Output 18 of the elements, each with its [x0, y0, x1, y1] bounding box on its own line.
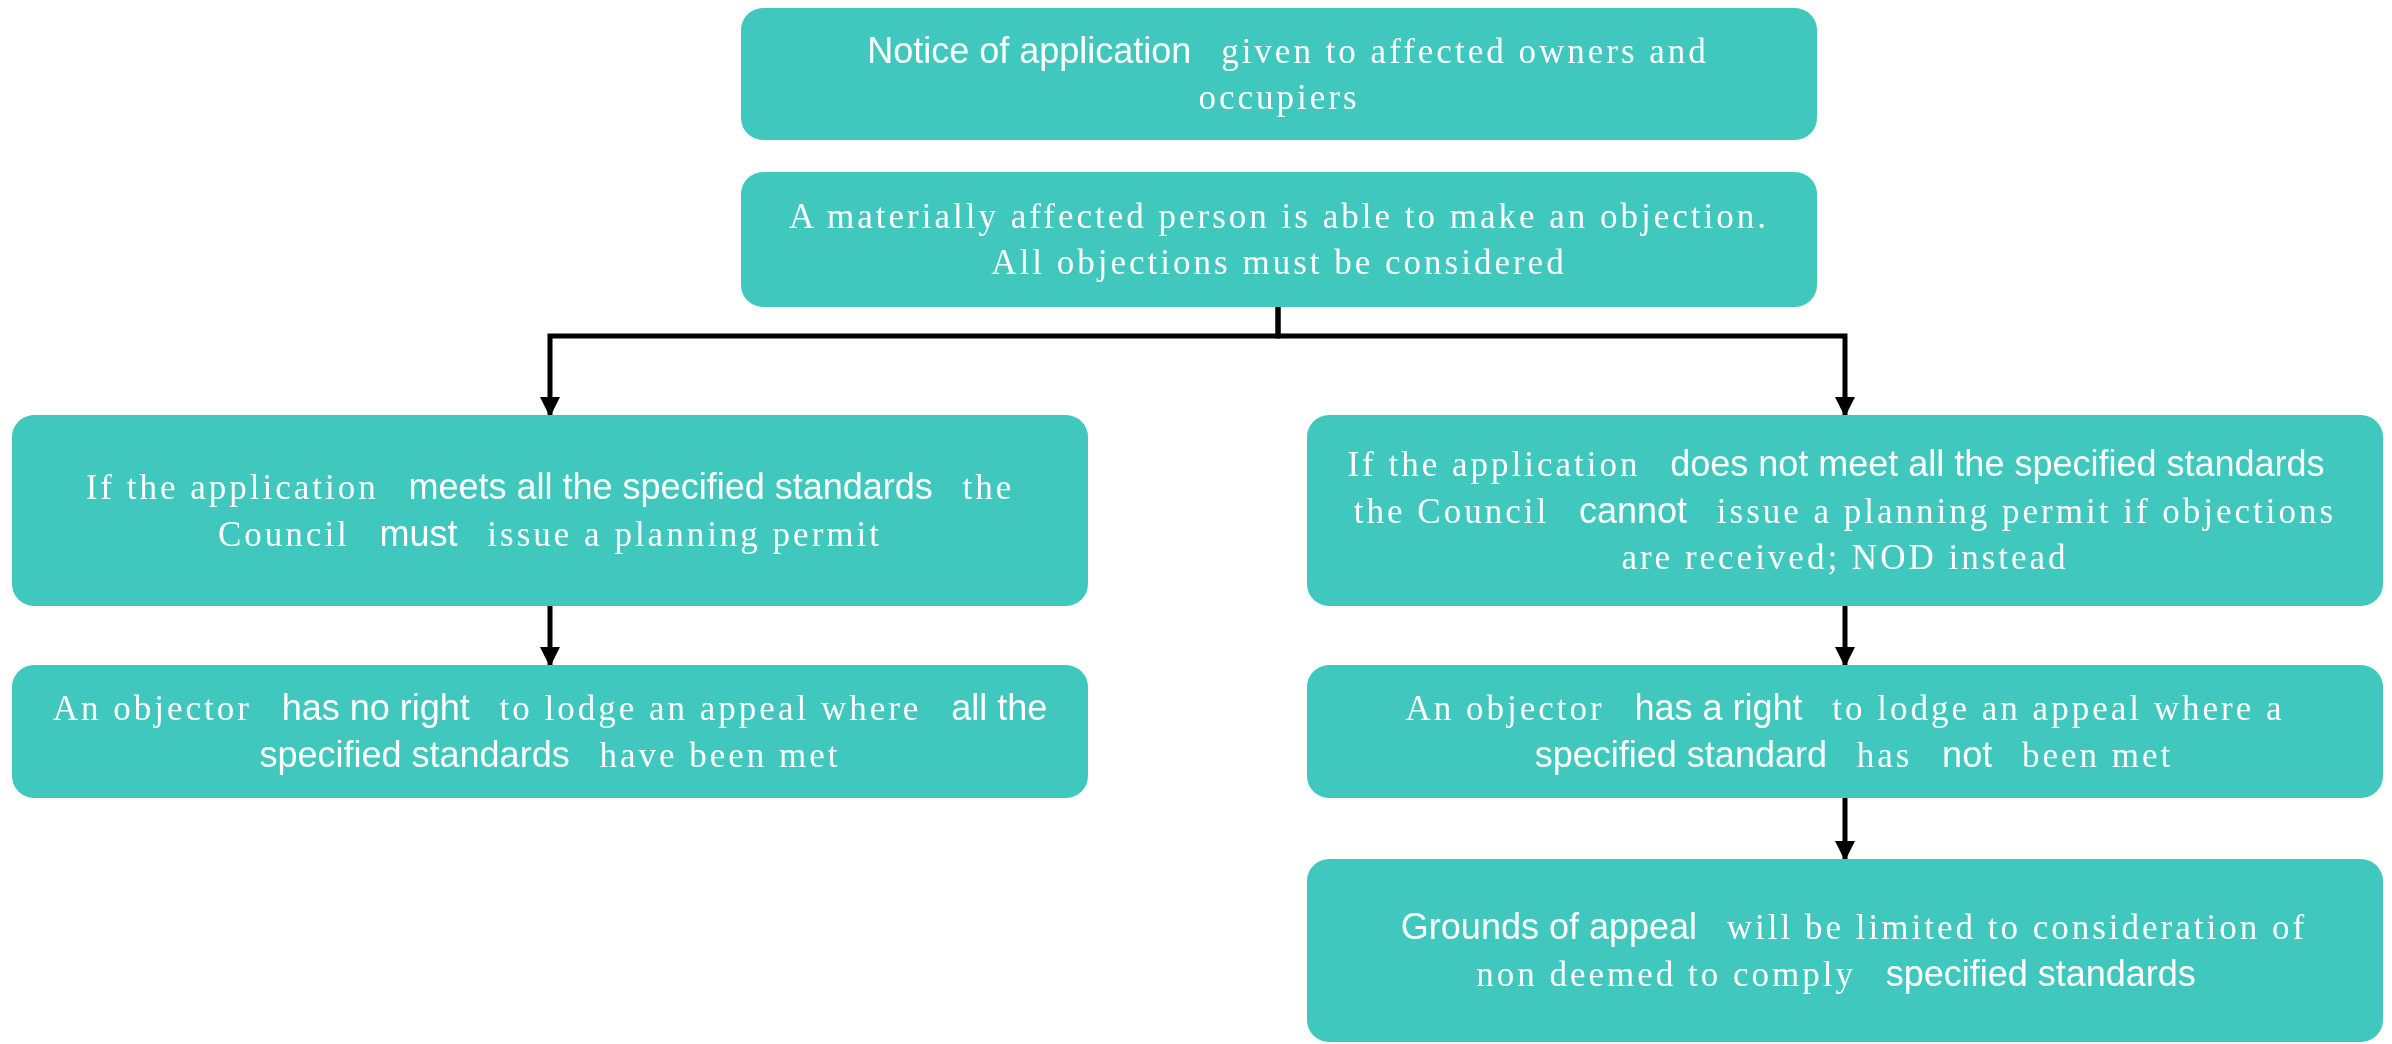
arrow	[1835, 606, 1855, 667]
box-text: A materially affected person is able to make an objection. All objections must be considered	[788, 196, 1770, 284]
process-box	[1307, 859, 2383, 1042]
box-text: If the application meets all the specified standards the Council must issue a planning permit	[84, 464, 1016, 556]
process-box	[12, 665, 1088, 798]
box-text: An objector has a right to lodge an appeal where a specified standard has not been met	[1404, 685, 2286, 777]
box-text: An objector has no right to lodge an appeal where all the specified standards have been met	[52, 685, 1048, 777]
process-box	[741, 172, 1817, 307]
box-text: Notice of application given to affected owners and occupiers	[866, 28, 1710, 119]
process-box	[1307, 665, 2383, 798]
process-box	[12, 415, 1088, 606]
arrow	[1835, 798, 1855, 861]
process-box	[741, 8, 1817, 140]
box-text: If the application does not meet all the specified standards the Council cannot issue a planning permit if objections are received; NOD instead	[1347, 441, 2338, 579]
box-text: Grounds of appeal will be limited to consideration of non deemed to comply specified standards	[1399, 904, 2309, 996]
arrow	[540, 606, 560, 667]
process-box	[1307, 415, 2383, 606]
arrow	[1275, 307, 1855, 417]
